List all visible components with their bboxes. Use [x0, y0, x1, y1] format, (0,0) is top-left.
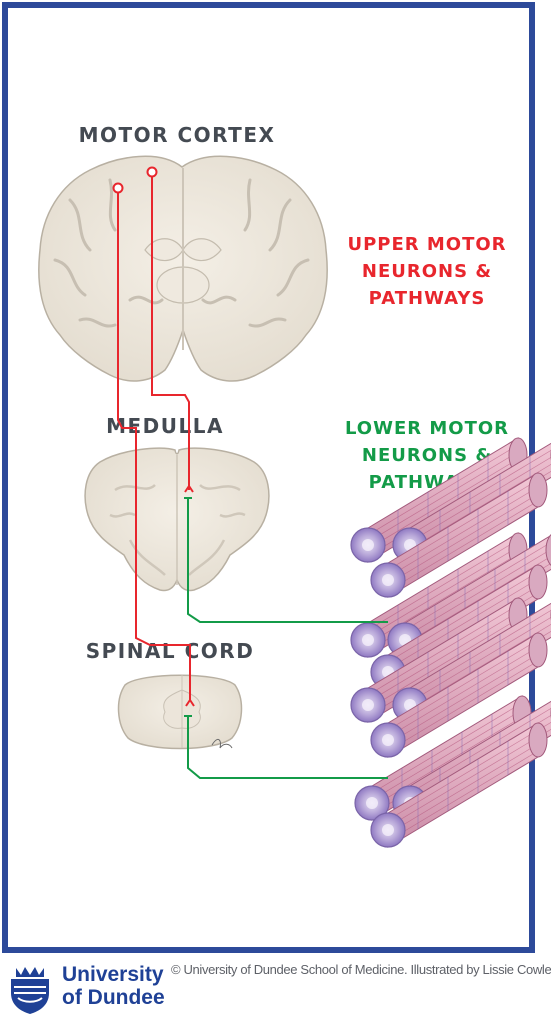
lower-motor-pathways [187, 498, 388, 779]
upper-motor-pathway-1 [117, 192, 191, 700]
footer: University of Dundee © University of Dun… [0, 957, 551, 1024]
lower-motor-line-2: NEURONS & [362, 445, 492, 466]
upper-motor-terminal-spinal [185, 698, 195, 707]
lower-motor-pathway-medulla [187, 498, 388, 623]
upper-motor-neuron-soma-2 [146, 166, 158, 178]
copyright-credit: © University of Dundee School of Medicin… [171, 962, 551, 977]
upper-motor-pathways [117, 177, 191, 700]
upper-motor-legend: UPPER MOTOR NEURONS & PATHWAYS [347, 234, 506, 309]
spinal-cord-label: SPINAL CORD [86, 639, 255, 663]
spinal-cord-illustration [117, 674, 243, 750]
medulla-illustration [84, 447, 270, 592]
logo-line-2: of Dundee [62, 986, 165, 1009]
crest-icon [11, 967, 49, 1014]
lower-motor-pathway-spinal [187, 716, 388, 779]
upper-motor-neuron-soma-1 [112, 182, 124, 194]
lower-motor-line-1: LOWER MOTOR [345, 418, 509, 439]
upper-motor-neuron-somas [112, 166, 158, 194]
motor-cortex-label: MOTOR CORTEX [79, 123, 276, 147]
upper-motor-line-3: PATHWAYS [369, 288, 486, 309]
lower-motor-neuron-somas [184, 497, 192, 717]
upper-motor-terminal-medulla [184, 484, 194, 493]
motor-pathways-diagram: MOTOR CORTEX MEDULLA SPINAL CORD UPPER M… [2, 2, 551, 953]
brain-coronal-illustration [38, 155, 328, 382]
upper-motor-line-1: UPPER MOTOR [347, 234, 506, 255]
upper-motor-pathway-2 [151, 177, 190, 490]
medulla-label: MEDULLA [106, 414, 224, 438]
logo-line-1: University [62, 963, 164, 986]
upper-motor-line-2: NEURONS & [362, 261, 492, 282]
university-logo-text: University of Dundee [62, 963, 165, 1009]
